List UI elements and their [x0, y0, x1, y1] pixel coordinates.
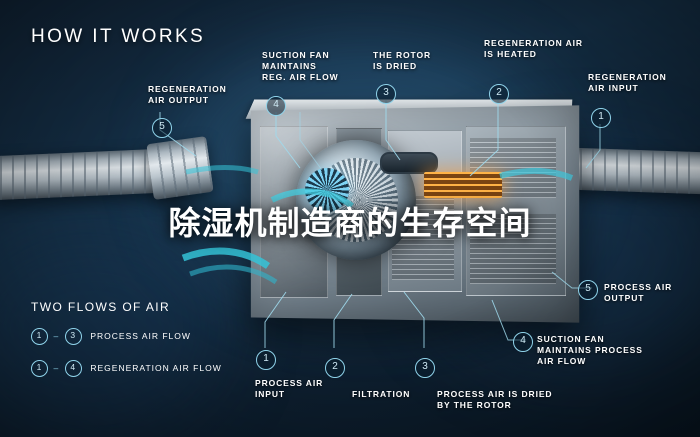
- callout-number-5-regeneration-output: 5: [152, 118, 172, 138]
- legend-label: PROCESS AIR FLOW: [90, 330, 191, 341]
- callout-number-3-rotor-dried: 3: [376, 84, 396, 104]
- callout-label-suction-fan-process: SUCTION FAN MAINTAINS PROCESS AIR FLOW: [537, 334, 643, 366]
- grille: [470, 214, 556, 284]
- watermark-headline: 除湿机制造商的生存空间: [168, 205, 532, 241]
- regeneration-heater: [424, 172, 502, 198]
- callout-number-2-filtration: 2: [325, 358, 345, 378]
- legend-dash: –: [53, 362, 60, 373]
- duct-right: [558, 147, 700, 195]
- callout-number-3-process-dried: 3: [415, 358, 435, 378]
- legend-number-from: 1: [31, 360, 48, 377]
- legend-number-group: 1 – 3: [31, 328, 87, 345]
- callout-label-filtration: FILTRATION: [352, 389, 411, 399]
- duct-ribs: [146, 136, 214, 200]
- callout-label-rotor-is-dried: THE ROTOR IS DRIED: [373, 50, 432, 71]
- panel-fan: [466, 126, 566, 296]
- callout-number-5-process-output: 5: [578, 280, 598, 300]
- callout-label-process-air-input: PROCESS AIR INPUT: [255, 378, 324, 399]
- callout-number-4-suction-fan-reg: 4: [266, 96, 286, 116]
- callout-label-regeneration-air-output: REGENERATION AIR OUTPUT: [148, 84, 227, 105]
- callout-label-suction-fan-reg: SUCTION FAN MAINTAINS REG. AIR FLOW: [262, 50, 339, 82]
- callout-label-process-dried-by-rotor: PROCESS AIR IS DRIED BY THE ROTOR: [437, 389, 553, 410]
- legend-label: REGENERATION AIR FLOW: [90, 362, 222, 373]
- legend-number-group: 1 – 4: [31, 360, 87, 377]
- callout-number-1-process-input: 1: [256, 350, 276, 370]
- duct-coil: [380, 152, 438, 174]
- callout-label-regeneration-air-input: REGENERATION AIR INPUT: [588, 72, 667, 93]
- callout-number-2-regeneration-heated: 2: [489, 84, 509, 104]
- legend-number-to: 4: [64, 360, 82, 377]
- legend-dash: –: [53, 330, 60, 341]
- duct-middle: [146, 136, 214, 200]
- callout-number-4-suction-fan-process: 4: [513, 332, 533, 352]
- legend-row-process-air-flow: 1 – 3 PROCESS AIR FLOW: [31, 328, 191, 345]
- page-title: HOW IT WORKS: [31, 26, 206, 47]
- legend-number-from: 1: [31, 328, 48, 345]
- legend-number-to: 3: [64, 328, 82, 345]
- duct-ribs: [558, 147, 700, 195]
- callout-number-1-regeneration-input: 1: [591, 108, 611, 128]
- legend-heading: TWO FLOWS OF AIR: [31, 300, 171, 314]
- callout-label-process-air-output: PROCESS AIR OUTPUT: [604, 282, 673, 303]
- legend-row-regeneration-air-flow: 1 – 4 REGENERATION AIR FLOW: [31, 360, 222, 377]
- callout-label-regeneration-heated: REGENERATION AIR IS HEATED: [484, 38, 583, 59]
